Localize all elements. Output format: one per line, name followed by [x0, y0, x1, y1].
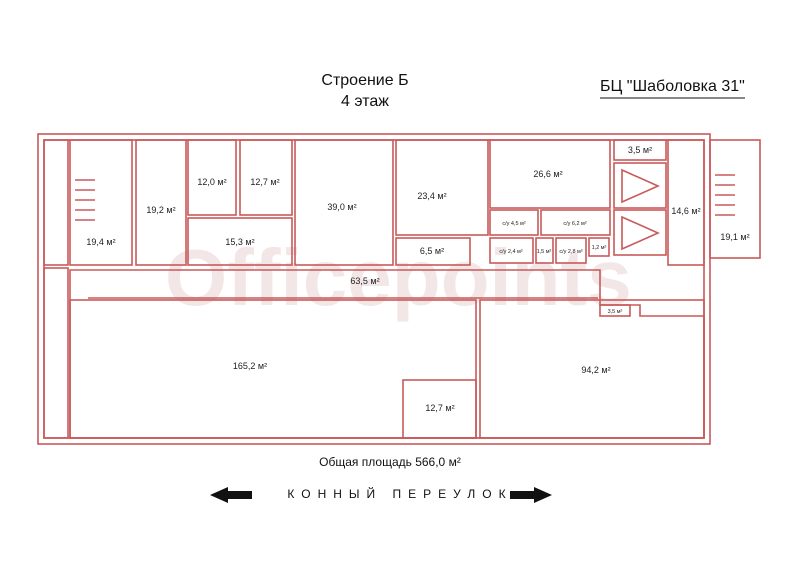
room-label: 63,5 м² — [350, 276, 379, 286]
room-label: 23,4 м² — [417, 191, 446, 201]
room-label: 19,2 м² — [146, 205, 175, 215]
room-label: 1,5 м² — [537, 249, 552, 255]
room-label: 15,3 м² — [225, 237, 254, 247]
room-label: 94,2 м² — [581, 365, 610, 375]
room-label: с/у 4,5 м² — [502, 221, 526, 227]
room-label: 12,0 м² — [197, 177, 226, 187]
street-arrows — [210, 487, 552, 503]
room-label: 26,6 м² — [533, 169, 562, 179]
room-label: 19,4 м² — [86, 237, 115, 247]
plan-title: Строение Б 4 этаж — [290, 70, 440, 112]
walls — [37, 133, 761, 445]
room-label: 1,2 м² — [592, 245, 607, 251]
room-label: 165,2 м² — [233, 361, 267, 371]
arrow-left-icon — [210, 487, 252, 503]
room-label: 3,5 м² — [628, 145, 652, 155]
room-label: с/у 2,4 м² — [499, 249, 523, 255]
room-label: с/у 2,8 м² — [559, 249, 583, 255]
room-label: с/у 6,2 м² — [563, 221, 587, 227]
room-label: 12,7 м² — [250, 177, 279, 187]
room-label: 6,5 м² — [420, 246, 444, 256]
room-label: 19,1 м² — [720, 232, 749, 242]
room-label: 39,0 м² — [327, 202, 356, 212]
street-name: КОННЫЙ ПЕРЕУЛОК — [287, 487, 513, 501]
total-area: Общая площадь 566,0 м² — [319, 455, 461, 469]
watermark: Officepoints — [165, 233, 632, 322]
room-labels: 19,4 м² 19,2 м² 12,0 м² 12,7 м² 15,3 м² … — [86, 145, 749, 413]
room-label: 14,6 м² — [671, 206, 700, 216]
building-name: Строение Б — [321, 72, 409, 89]
room-label: 12,7 м² — [425, 403, 454, 413]
business-center-name: БЦ "Шаболовка 31" — [600, 78, 745, 99]
floor-number: 4 этаж — [341, 93, 389, 110]
room-label: 3,5 м² — [608, 309, 623, 315]
arrow-right-icon — [510, 487, 552, 503]
